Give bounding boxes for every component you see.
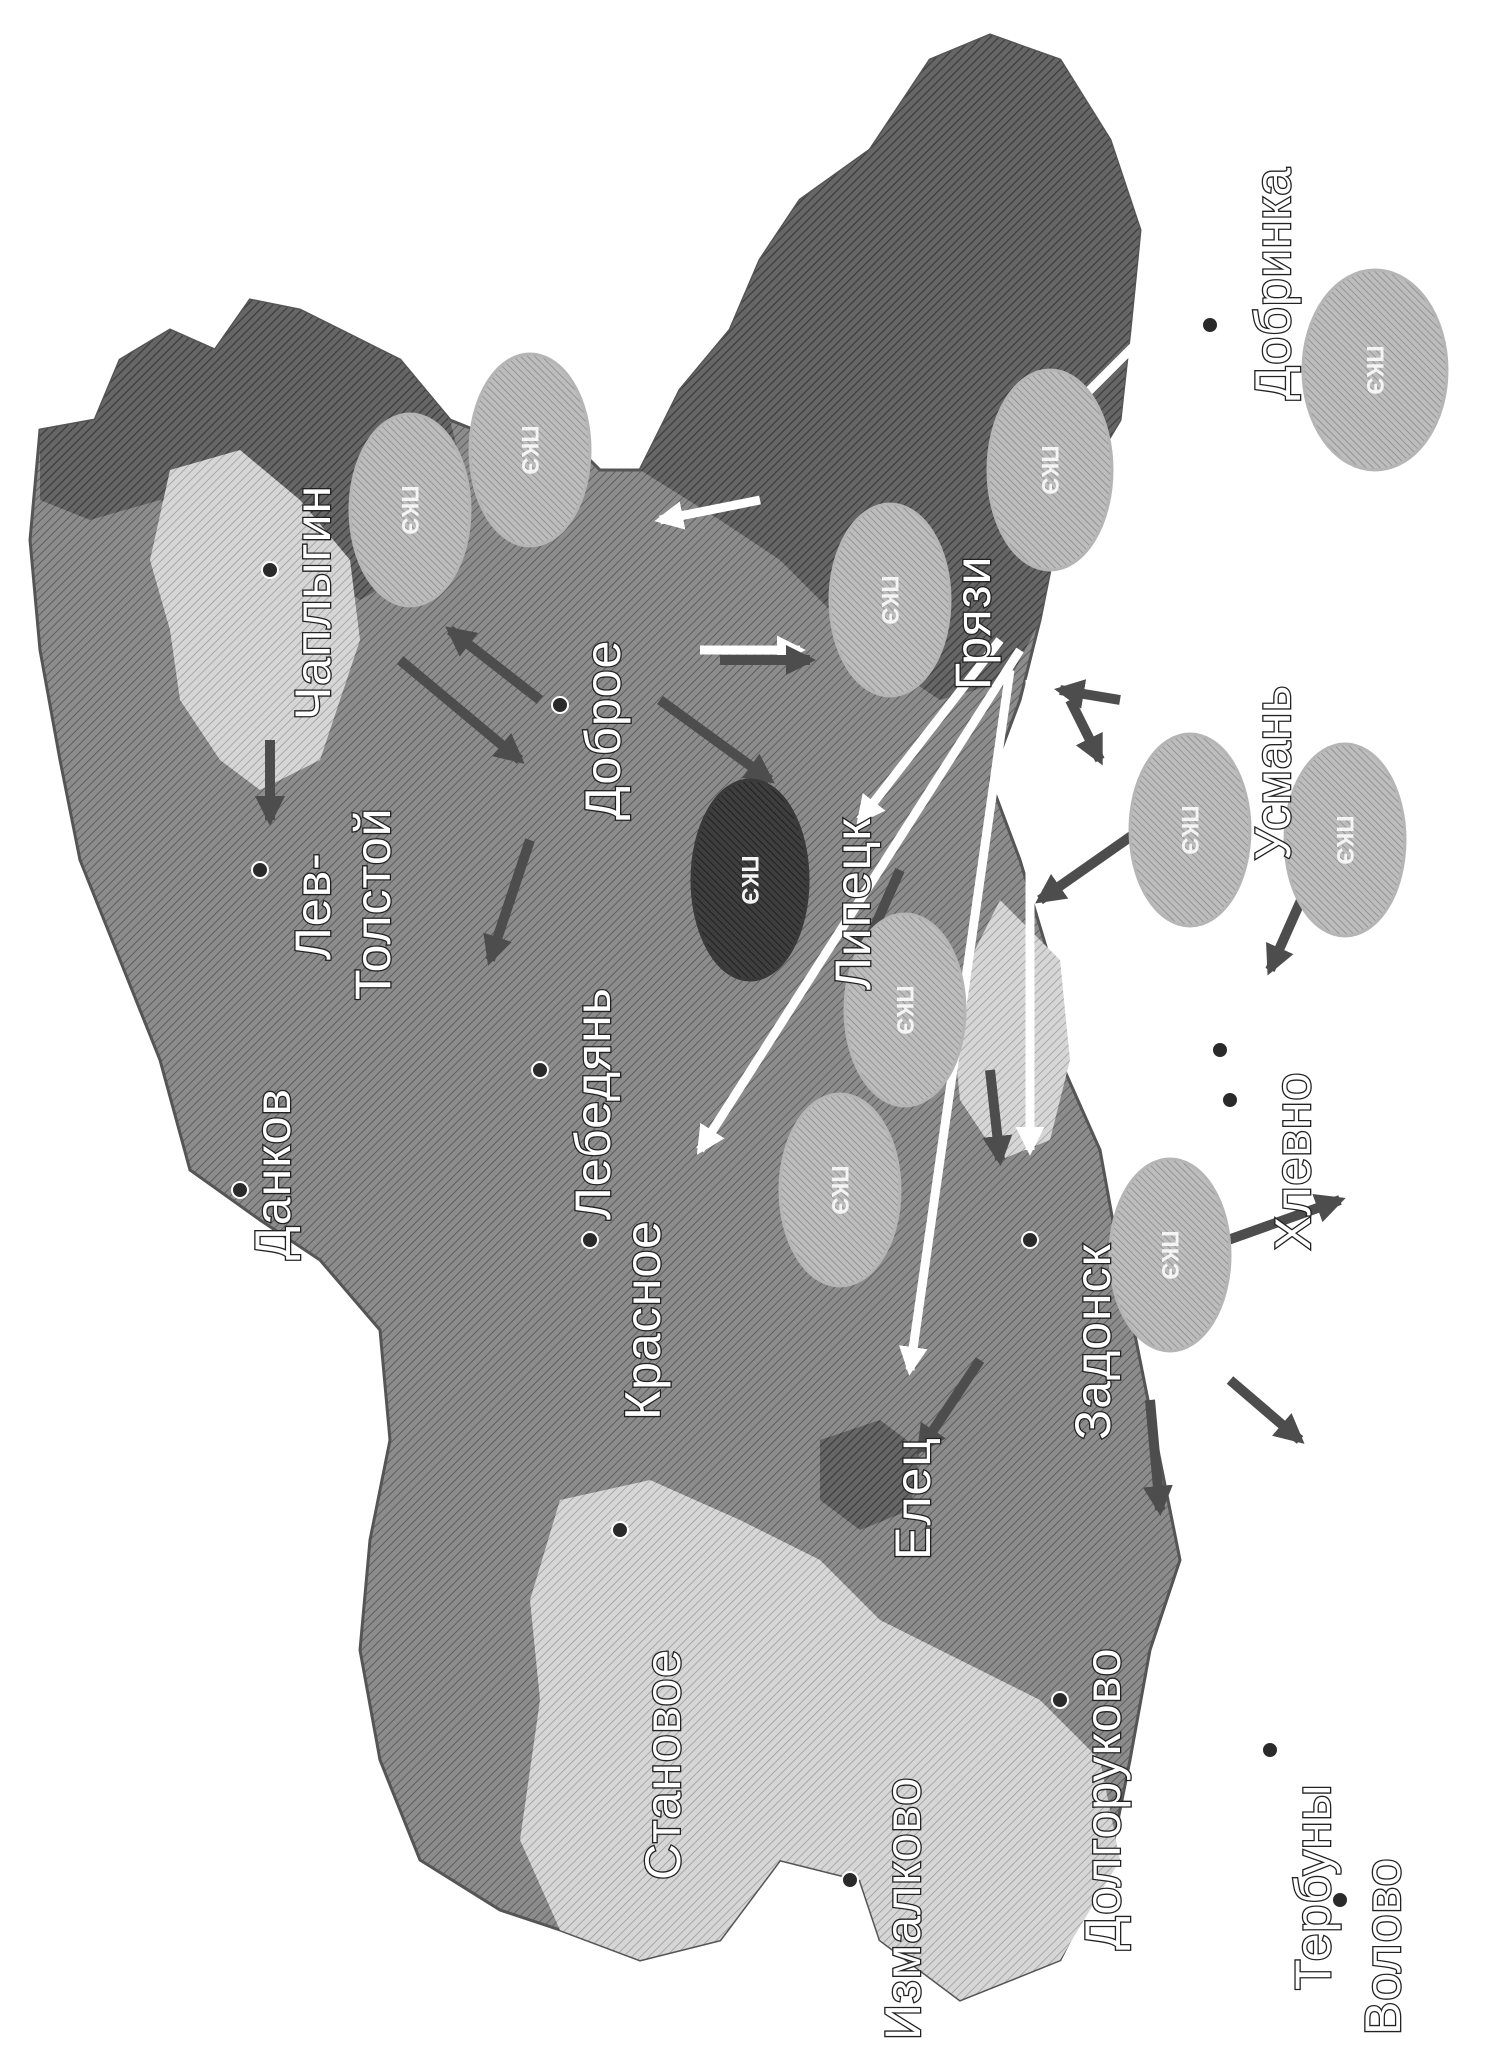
svg-text:ПКЭ: ПКЭ xyxy=(736,855,763,904)
label-krasnoe: Красное xyxy=(615,1220,671,1420)
label-dankov: Данков xyxy=(245,1088,301,1260)
oval-dobrinka: ПКЭ xyxy=(1301,268,1449,472)
label-lebedyan: Лебедянь xyxy=(565,987,621,1220)
label-dolgorukovo: Долгоруково xyxy=(1075,1647,1131,1950)
label-lipetsk: Липецк xyxy=(825,818,881,990)
region-zone-dark-elets xyxy=(820,1420,920,1530)
label-khlevnoe: Хлевно xyxy=(1265,1072,1321,1250)
city-dots xyxy=(231,316,1349,1909)
svg-text:ПКЭ: ПКЭ xyxy=(826,1165,853,1214)
region-zone-light-south xyxy=(520,1480,1120,2000)
oval-chaplygin-1: ПКЭ xyxy=(348,412,472,608)
oval-lipetsk-dark: ПКЭ xyxy=(690,778,810,982)
label-tolstoy: Толстой xyxy=(345,807,401,1000)
label-izmalkovo: Измалково xyxy=(875,1777,931,2040)
svg-text:ПКЭ: ПКЭ xyxy=(891,985,918,1034)
oval-gryazi-hub: ПКЭ xyxy=(986,368,1114,572)
svg-text:ПКЭ: ПКЭ xyxy=(1156,1230,1183,1279)
oval-usman-1: ПКЭ xyxy=(1128,732,1252,928)
label-dobroe: Доброе xyxy=(575,640,631,820)
oval-elets: ПКЭ xyxy=(778,1092,902,1288)
svg-text:ПКЭ: ПКЭ xyxy=(1036,445,1063,494)
oval-lipetsk: ПКЭ xyxy=(843,912,967,1108)
city-labels: Данков Чаплыгин Лев- Толстой Доброе Лебе… xyxy=(244,166,1413,2042)
oval-zadonsk: ПКЭ xyxy=(1108,1157,1232,1353)
label-usman: Усмань xyxy=(1245,685,1301,860)
label-chaplygin: Чаплыгин xyxy=(285,485,341,720)
oval-nodes: ПКЭ ПКЭ ПКЭ ПКЭ ПКЭ ПКЭ ПКЭ ПКЭ xyxy=(348,268,1449,1353)
oval-usman-2: ПКЭ xyxy=(1283,742,1407,938)
svg-text:ПКЭ: ПКЭ xyxy=(876,575,903,624)
svg-text:ПКЭ: ПКЭ xyxy=(1331,815,1358,864)
region-zone-light-khlevnoe xyxy=(950,900,1070,1160)
label-zadonsk: Задонск xyxy=(1065,1243,1121,1440)
label-dobrinka: Добринка xyxy=(1245,167,1301,400)
label-elets: Елец xyxy=(885,1437,941,1560)
svg-text:ПКЭ: ПКЭ xyxy=(396,485,423,534)
label-volovo: Волово xyxy=(1355,1858,1411,2035)
svg-text:ПКЭ: ПКЭ xyxy=(1361,345,1388,394)
svg-text:ПКЭ: ПКЭ xyxy=(1176,805,1203,854)
label-lev: Лев- xyxy=(285,852,341,960)
label-gryazi: Грязи xyxy=(945,556,1001,690)
region-zone-light-levtolstoy xyxy=(150,450,360,790)
label-terbuny: Тербуны xyxy=(1285,1784,1341,1990)
label-stanovoe: Становое xyxy=(635,1649,691,1880)
dark-arrows xyxy=(255,626,1346,1516)
oval-chaplygin-2: ПКЭ xyxy=(468,352,592,548)
oval-gryazi-left: ПКЭ xyxy=(828,502,952,698)
svg-text:ПКЭ: ПКЭ xyxy=(516,425,543,474)
white-arrows xyxy=(654,245,1296,1376)
